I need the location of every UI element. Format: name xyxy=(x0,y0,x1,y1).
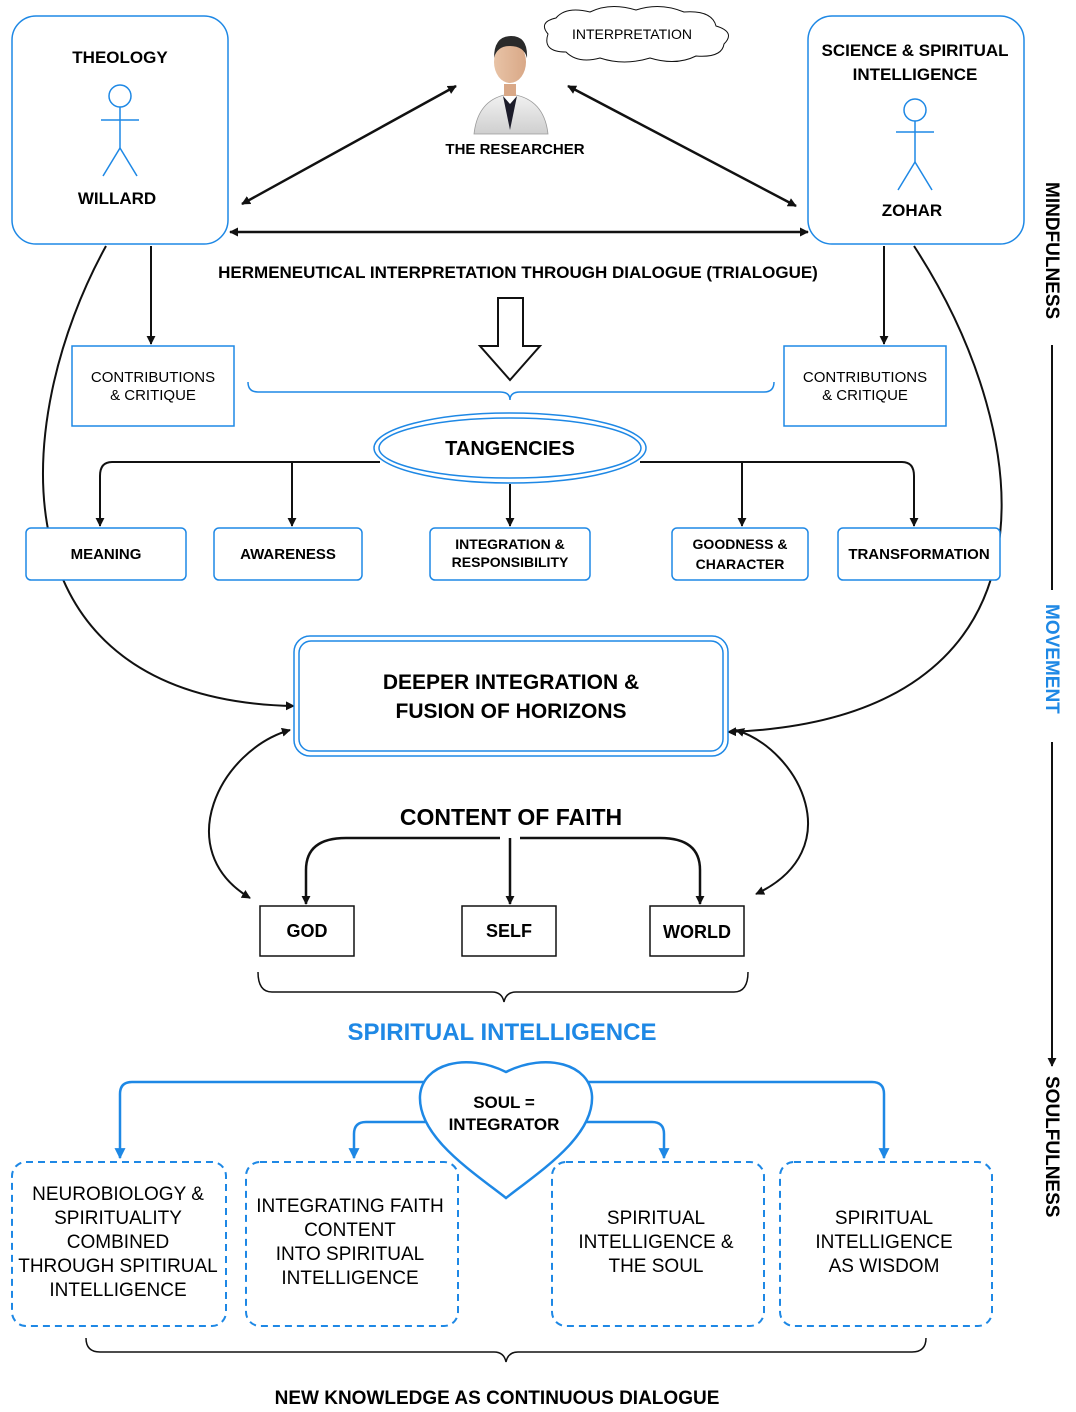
tangency-meaning: MEANING xyxy=(71,546,142,563)
outcome-soul-line: INTELLIGENCE & xyxy=(578,1232,734,1253)
science-title-line1: SCIENCE & SPIRITUAL xyxy=(821,41,1008,60)
trialogue-arrows xyxy=(229,84,809,237)
outcome-neuro-line: SPIRITUALITY xyxy=(54,1208,182,1229)
faith-god-box: GOD xyxy=(259,905,355,957)
science-box: SCIENCE & SPIRITUAL INTELLIGENCE ZOHAR xyxy=(807,15,1025,245)
side-movement: MOVEMENT xyxy=(1041,604,1062,714)
outcome-neuro-line: THROUGH SPITIRUAL xyxy=(18,1256,218,1277)
tangency-goodness-box: GOODNESS & CHARACTER xyxy=(671,527,809,581)
faith-brace xyxy=(257,971,749,1003)
outcome-neuro-box: NEUROBIOLOGY & SPIRITUALITY COMBINED THR… xyxy=(11,1161,227,1327)
contributions-brace xyxy=(247,381,775,401)
theology-box: THEOLOGY WILLARD xyxy=(11,15,229,245)
tangency-branches xyxy=(95,461,919,527)
contribution-arrows xyxy=(146,246,889,345)
researcher-label: THE RESEARCHER xyxy=(445,141,584,158)
hollow-down-arrow-icon xyxy=(477,297,543,382)
tangencies-node: TANGENCIES xyxy=(373,412,647,484)
faith-branches xyxy=(301,836,705,905)
theology-title: THEOLOGY xyxy=(72,48,168,67)
deeper-integration-box: DEEPER INTEGRATION & FUSION OF HORIZONS xyxy=(293,635,729,757)
tangency-integration-line1: INTEGRATION & xyxy=(455,536,564,552)
contributions-right-line2: & CRITIQUE xyxy=(822,387,908,404)
outcome-wisdom-box: SPIRITUAL INTELLIGENCE AS WISDOM xyxy=(779,1161,993,1327)
outcome-wisdom-line: AS WISDOM xyxy=(829,1256,940,1277)
outcome-neuro-line: COMBINED xyxy=(67,1232,169,1253)
hermeneutical-label: HERMENEUTICAL INTERPRETATION THROUGH DIA… xyxy=(218,263,818,282)
researcher-avatar-icon xyxy=(473,36,549,135)
interpretation-thought-cloud: INTERPRETATION xyxy=(543,6,729,63)
outcome-soul-line: THE SOUL xyxy=(608,1256,703,1277)
spiritual-intelligence-label: SPIRITUAL INTELLIGENCE xyxy=(348,1019,657,1046)
science-title-line2: INTELLIGENCE xyxy=(853,65,978,84)
outcome-neuro-line: INTELLIGENCE xyxy=(49,1280,186,1301)
soul-line2: INTEGRATOR xyxy=(449,1115,560,1134)
outcome-soul-line: SPIRITUAL xyxy=(607,1208,705,1229)
faith-world-box: WORLD xyxy=(649,905,745,957)
interpretation-label: INTERPRETATION xyxy=(572,26,692,42)
outcome-faith-line: INTEGRATING FAITH xyxy=(256,1196,444,1217)
outcome-faith-line: CONTENT xyxy=(304,1220,396,1241)
outcome-faith-box: INTEGRATING FAITH CONTENT INTO SPIRITUAL… xyxy=(245,1161,459,1327)
contributions-left-box: CONTRIBUTIONS & CRITIQUE xyxy=(71,345,235,427)
content-of-faith-label: CONTENT OF FAITH xyxy=(400,804,622,830)
tangency-awareness: AWARENESS xyxy=(240,546,336,563)
soul-heart-icon: SOUL = INTEGRATOR xyxy=(418,1060,594,1200)
faith-god: GOD xyxy=(286,921,327,941)
outcome-neuro-line: NEUROBIOLOGY & xyxy=(32,1184,204,1205)
stick-figure-icon xyxy=(101,84,139,177)
faith-self: SELF xyxy=(486,921,532,941)
knowledge-brace xyxy=(85,1337,927,1363)
tangency-awareness-box: AWARENESS xyxy=(213,527,363,581)
side-mindfulness: MINDFULNESS xyxy=(1041,182,1062,319)
deeper-line2: FUSION OF HORIZONS xyxy=(396,700,627,723)
soul-line1: SOUL = xyxy=(473,1093,535,1112)
faith-world: WORLD xyxy=(663,922,731,942)
tangency-transformation-box: TRANSFORMATION xyxy=(837,527,1001,581)
contributions-right-line1: CONTRIBUTIONS xyxy=(803,369,927,386)
faith-self-box: SELF xyxy=(461,905,557,957)
tangency-goodness-line2: CHARACTER xyxy=(696,556,785,572)
outcome-faith-line: INTELLIGENCE xyxy=(281,1268,418,1289)
outcome-wisdom-line: SPIRITUAL xyxy=(835,1208,933,1229)
tangency-transformation: TRANSFORMATION xyxy=(848,546,989,563)
tangency-meaning-box: MEANING xyxy=(25,527,187,581)
soul-branches xyxy=(114,1080,890,1160)
outcome-wisdom-line: INTELLIGENCE xyxy=(815,1232,952,1253)
stick-figure-icon xyxy=(896,98,934,191)
theology-person: WILLARD xyxy=(78,189,156,208)
science-person: ZOHAR xyxy=(882,201,942,220)
contributions-right-box: CONTRIBUTIONS & CRITIQUE xyxy=(783,345,947,427)
contributions-left-line2: & CRITIQUE xyxy=(110,387,196,404)
tangency-goodness-line1: GOODNESS & xyxy=(693,536,788,552)
side-axis: MINDFULNESS MOVEMENT SOULFULNESS xyxy=(1041,182,1062,1217)
deeper-to-faith-curves xyxy=(208,727,809,899)
tangency-integration-line2: RESPONSIBILITY xyxy=(452,554,569,570)
deeper-line1: DEEPER INTEGRATION & xyxy=(383,671,639,694)
outcome-faith-line: INTO SPIRITUAL xyxy=(276,1244,425,1265)
outcome-soul-box: SPIRITUAL INTELLIGENCE & THE SOUL xyxy=(551,1161,765,1327)
new-knowledge-label: NEW KNOWLEDGE AS CONTINUOUS DIALOGUE xyxy=(275,1388,720,1409)
tangency-integration-box: INTEGRATION & RESPONSIBILITY xyxy=(429,527,591,581)
side-soulfulness: SOULFULNESS xyxy=(1041,1076,1062,1217)
contributions-left-line1: CONTRIBUTIONS xyxy=(91,369,215,386)
tangencies-label: TANGENCIES xyxy=(445,438,575,460)
